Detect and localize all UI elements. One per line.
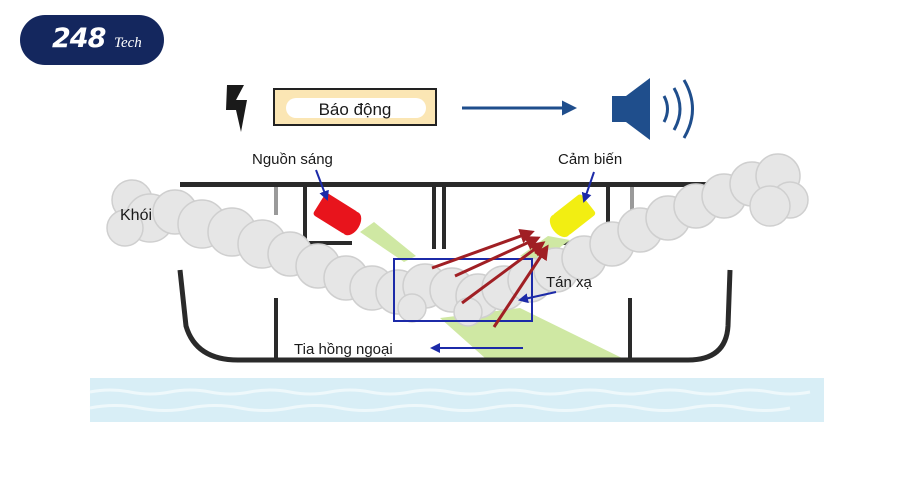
scatter-label: Tán xạ [546,274,593,291]
ground-strip [90,378,824,422]
logo-sub-text: Tech [114,35,142,51]
sensor-label: Cảm biến [558,151,622,168]
alarm-inner-pill [286,98,426,118]
side-post-left [274,187,278,215]
housing-bottom [177,269,733,363]
scatter-arrow-3 [461,241,546,305]
scatter-arrow-4 [492,244,549,328]
bottom-post-right [628,298,632,360]
chamber-right-wall [606,187,610,245]
alarm-label: Báo động [319,100,392,119]
smoke-cloud [106,153,809,327]
chamber-divider-b [442,187,446,249]
brand-logo: 248 Tech [20,15,164,65]
sensor-pointer [581,171,595,203]
light-source-pointer [315,169,329,201]
scatter-pointer [518,291,557,304]
light-source-emitter [313,193,362,236]
sensor-detector [549,194,596,238]
lightning-icon [226,85,247,132]
scatter-arrow-2 [454,236,541,278]
emitter-beam [360,222,416,262]
speaker-icon [612,78,694,140]
infrared-ray-label: Tia hồng ngoại [294,341,393,358]
bottom-post-left [274,298,278,360]
ground-texture [89,388,811,412]
side-post-right [630,187,634,215]
light-source-label: Nguồn sáng [252,151,333,168]
logo-main-text: 248 [52,23,106,54]
chamber-divider-a [432,187,436,249]
scatter-arrow-1 [431,229,535,270]
left-shelf [307,241,352,245]
smoke-label: Khói [120,207,152,224]
housing-top [180,182,727,187]
chamber-left-wall [303,187,307,245]
scatter-box [393,258,533,322]
